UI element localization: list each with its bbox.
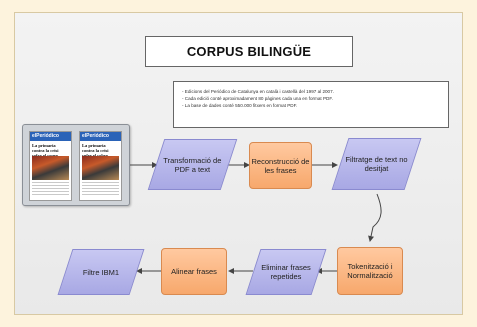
newspaper-photo — [32, 156, 69, 180]
newspaper-catalan: elPeriódico La primaria contra la crisi … — [29, 131, 72, 201]
note-line: - Cada edició conté aproximadament 80 pà… — [182, 96, 333, 101]
note-line: - La base de dades conté 550.000 fitxers… — [182, 103, 298, 108]
newspaper-text-block — [82, 182, 119, 196]
newspaper-masthead: elPeriódico — [30, 132, 71, 141]
arrow-filter-to-tokenize — [368, 193, 382, 242]
step-align-sentences: Alinear frases — [161, 248, 227, 295]
newspaper-headline: La primaria contra la crisi sufre el cob… — [82, 143, 109, 156]
flow-arrows — [130, 162, 382, 274]
step-tokenize-normalize: Tokenització i Normalització — [337, 247, 403, 295]
notes-box: - Edicions del Periódico de Catalunya en… — [173, 81, 449, 128]
diagram-title: CORPUS BILINGÜE — [145, 36, 353, 67]
newspaper-headline: La primaria contra la crisi sofra el cou… — [32, 143, 59, 156]
step-ibm1-filter: Filtre IBM1 — [57, 249, 145, 295]
step-reconstruct-sentences: Reconstrucció de les frases — [249, 142, 312, 189]
newspaper-spanish: elPeriódico La primaria contra la crisi … — [79, 131, 122, 201]
diagram-frame: CORPUS BILINGÜE - Edicions del Periódico… — [14, 12, 463, 315]
note-line: - Edicions del Periódico de Catalunya en… — [182, 89, 334, 94]
newspaper-masthead: elPeriódico — [80, 132, 121, 141]
newspaper-thumbnail: elPeriódico La primaria contra la crisi … — [22, 124, 130, 206]
newspaper-photo — [82, 156, 119, 180]
newspaper-text-block — [32, 182, 69, 196]
